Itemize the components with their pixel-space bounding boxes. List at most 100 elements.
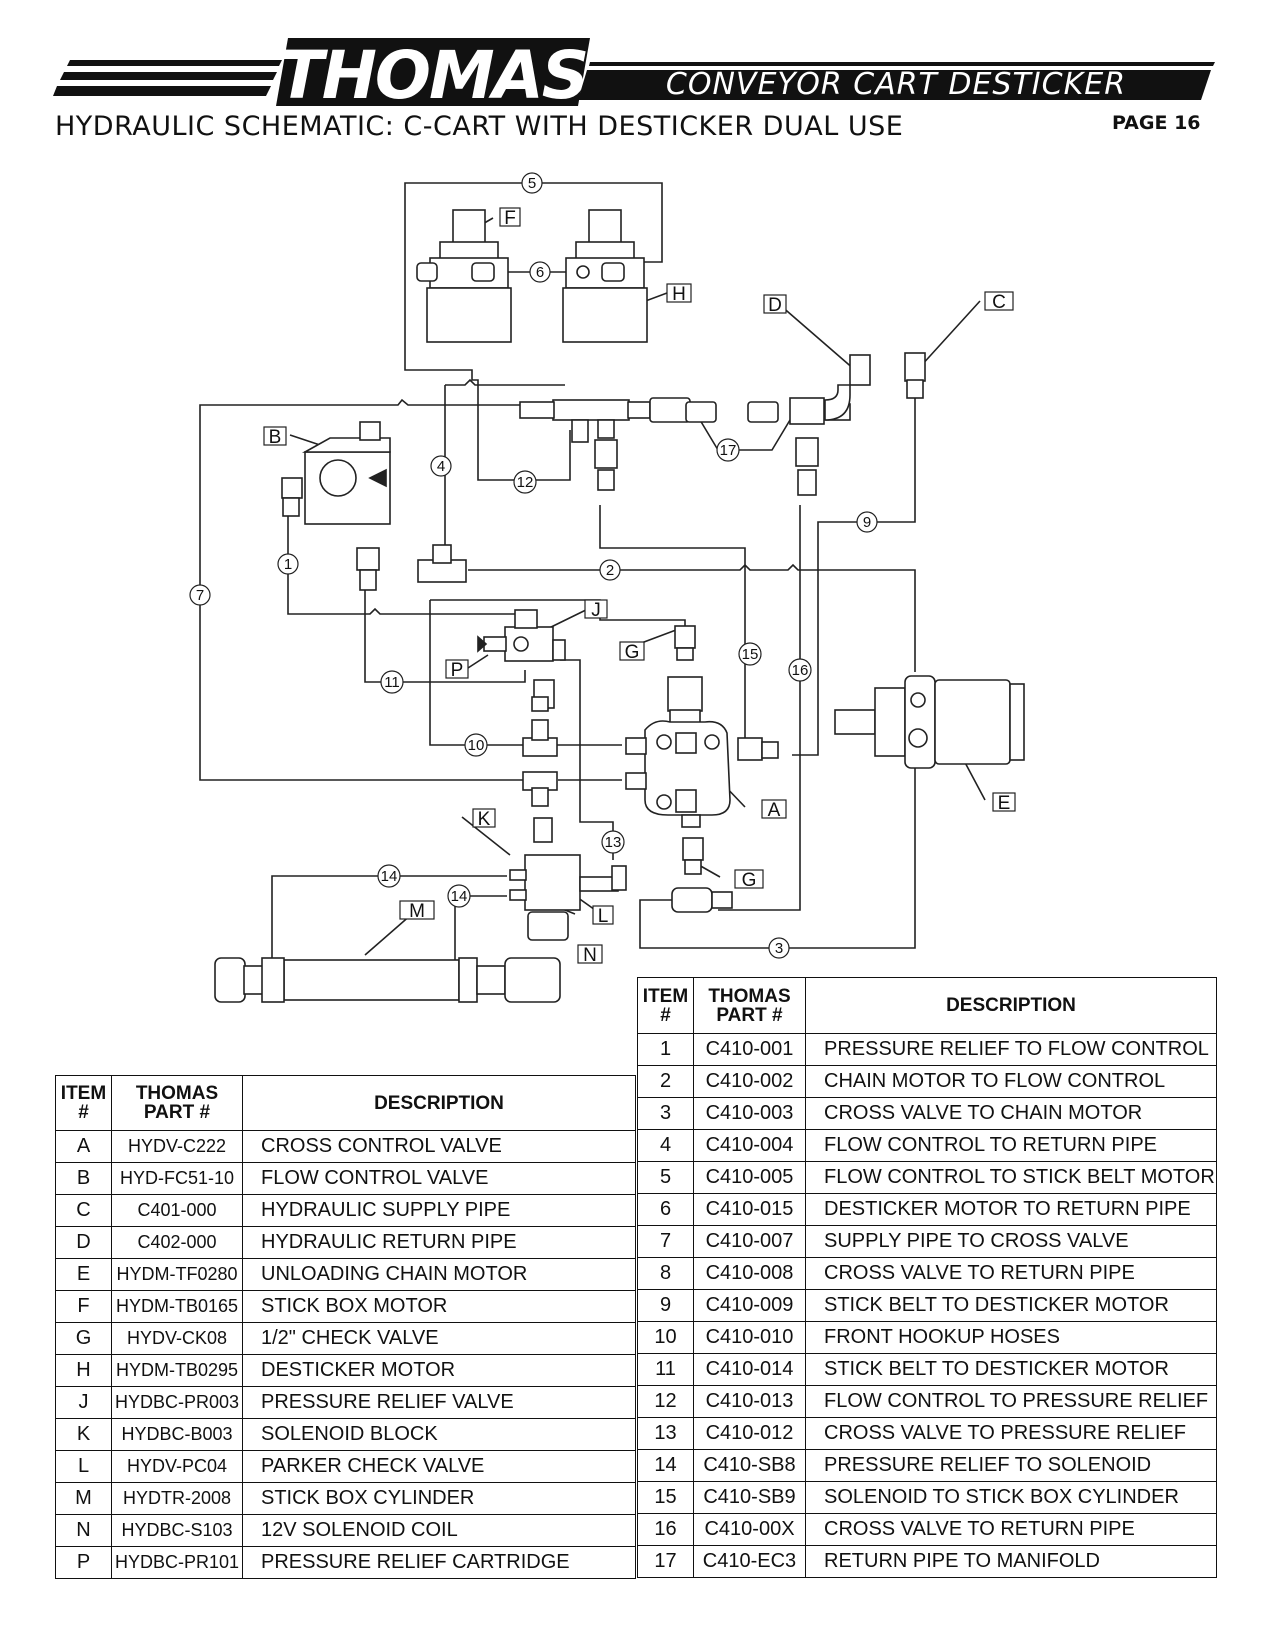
- item-cell: 5: [637, 1161, 694, 1194]
- tee-fittings: [356, 544, 467, 591]
- part-number-cell: C410-007: [693, 1225, 806, 1258]
- balloon-3: 3: [768, 937, 790, 959]
- item-cell: 6: [637, 1193, 694, 1226]
- description-cell: CROSS VALVE TO RETURN PIPE: [805, 1257, 1217, 1290]
- description-cell: HYDRAULIC SUPPLY PIPE: [242, 1194, 636, 1227]
- part-number-cell: C410-00X: [693, 1513, 806, 1546]
- part-number-cell: C410-005: [693, 1161, 806, 1194]
- label-P: P: [451, 660, 464, 681]
- item-cell: 14: [637, 1449, 694, 1482]
- svg-text:3: 3: [775, 940, 783, 957]
- part-number-cell: C410-009: [693, 1289, 806, 1322]
- svg-text:14: 14: [451, 888, 468, 905]
- balloon-6: 6: [529, 261, 551, 283]
- part-number-cell: C410-SB8: [693, 1449, 806, 1482]
- page-header: THOMAS CONVEYOR CART DESTICKER HYDRAULIC…: [0, 0, 1275, 160]
- item-cell: C: [55, 1194, 112, 1227]
- callout-P: P: [445, 659, 469, 681]
- balloon-14-lower: 14: [447, 884, 471, 908]
- balloon-2: 2: [599, 559, 621, 581]
- part-number-cell: C410-008: [693, 1257, 806, 1290]
- balloon-10: 10: [464, 733, 488, 757]
- balloon-9: 9: [856, 511, 878, 533]
- callout-F: F: [499, 207, 521, 229]
- label-M: M: [409, 901, 425, 922]
- svg-text:1: 1: [284, 556, 292, 573]
- callout-N: N: [577, 944, 603, 966]
- svg-text:15: 15: [742, 646, 759, 663]
- description-cell: HYDRAULIC RETURN PIPE: [242, 1226, 636, 1259]
- page-title: HYDRAULIC SCHEMATIC: C-CART WITH DESTICK…: [55, 111, 904, 142]
- item-cell: P: [55, 1546, 112, 1579]
- description-cell: STICK BELT TO DESTICKER MOTOR: [805, 1353, 1217, 1386]
- description-cell: CHAIN MOTOR TO FLOW CONTROL: [805, 1065, 1217, 1098]
- callout-C: C: [984, 291, 1014, 313]
- check-valve-G-lower: [671, 837, 733, 913]
- item-cell: J: [55, 1386, 112, 1419]
- callout-L: L: [592, 905, 614, 927]
- balloon-17: 17: [716, 438, 740, 462]
- label-E: E: [998, 793, 1011, 814]
- balloon-14-upper: 14: [377, 864, 401, 888]
- label-D: D: [768, 295, 782, 316]
- item-cell: G: [55, 1322, 112, 1355]
- part-number-cell: HYDM-TB0165: [111, 1290, 243, 1323]
- pressure-relief-valve-J: [477, 609, 566, 709]
- item-cell: 9: [637, 1289, 694, 1322]
- unloading-chain-motor-E: [834, 675, 1025, 769]
- part-number-cell: HYDV-C222: [111, 1130, 243, 1163]
- description-cell: STICK BOX MOTOR: [242, 1290, 636, 1323]
- svg-text:12: 12: [517, 474, 534, 491]
- callout-J: J: [584, 599, 608, 621]
- description-cell: SUPPLY PIPE TO CROSS VALVE: [805, 1225, 1217, 1258]
- svg-text:2: 2: [606, 562, 614, 579]
- title-banner: CONVEYOR CART DESTICKER: [578, 62, 1215, 102]
- description-cell: 12V SOLENOID COIL: [242, 1514, 636, 1547]
- col-item-header: ITEM#: [55, 1075, 112, 1131]
- thomas-logo: THOMAS: [276, 37, 590, 114]
- brand-logo-text: THOMAS: [279, 37, 588, 114]
- part-number-cell: C410-EC3: [693, 1545, 806, 1578]
- part-number-cell: HYDV-PC04: [111, 1450, 243, 1483]
- part-number-cell: HYDBC-S103: [111, 1514, 243, 1547]
- description-cell: CROSS VALVE TO PRESSURE RELIEF: [805, 1417, 1217, 1450]
- part-number-cell: C410-014: [693, 1353, 806, 1386]
- label-N: N: [583, 945, 597, 966]
- callout-D: D: [763, 294, 787, 316]
- description-cell: FLOW CONTROL TO RETURN PIPE: [805, 1129, 1217, 1162]
- label-K: K: [478, 809, 491, 830]
- svg-text:6: 6: [536, 264, 544, 281]
- svg-text:14: 14: [381, 868, 398, 885]
- part-number-cell: HYDBC-PR003: [111, 1386, 243, 1419]
- callout-G-lower: G: [734, 869, 764, 891]
- hose-number-balloons: 5 6 4 12 17 9 1 2 7 15 16 11 10 13 14 14…: [189, 172, 878, 959]
- item-cell: 13: [637, 1417, 694, 1450]
- check-valve-G-upper: [674, 625, 696, 661]
- label-H: H: [672, 284, 686, 305]
- item-cell: L: [55, 1450, 112, 1483]
- description-cell: FLOW CONTROL TO STICK BELT MOTOR: [805, 1161, 1217, 1194]
- callout-B: B: [263, 426, 287, 448]
- svg-text:10: 10: [468, 737, 485, 754]
- balloon-15: 15: [738, 642, 762, 666]
- svg-text:7: 7: [196, 587, 204, 604]
- description-cell: STICK BOX CYLINDER: [242, 1482, 636, 1515]
- item-cell: F: [55, 1290, 112, 1323]
- solenoid-block-K: [509, 817, 627, 941]
